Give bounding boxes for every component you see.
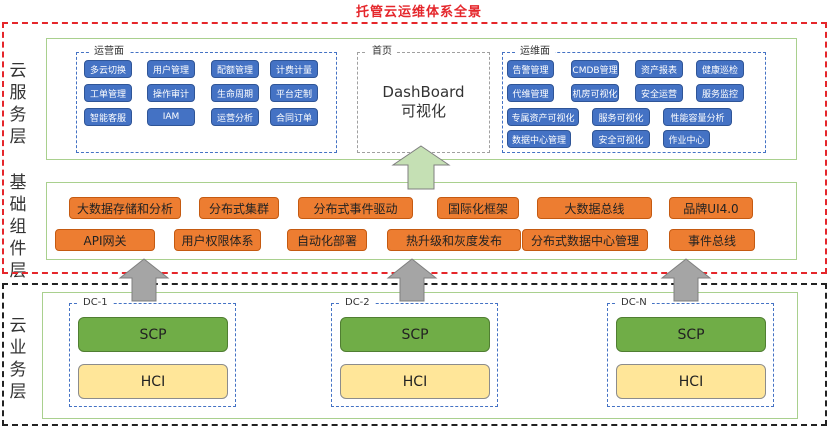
maintenance-item[interactable]: 资产报表 bbox=[635, 60, 683, 78]
layer-label-cloud-business: 云业务层 bbox=[9, 316, 27, 402]
dashboard-line1: DashBoard bbox=[382, 83, 465, 101]
arrow-up-green-icon bbox=[391, 145, 451, 190]
maintenance-item[interactable]: 告警管理 bbox=[507, 60, 554, 78]
maintenance-panel-title: 运维面 bbox=[515, 45, 555, 59]
maintenance-item[interactable]: 安全可视化 bbox=[592, 130, 650, 148]
dashboard-label[interactable]: DashBoard 可视化 bbox=[358, 83, 489, 121]
homepage-panel: 首页 DashBoard 可视化 bbox=[357, 45, 490, 153]
maintenance-item[interactable]: CMDB管理 bbox=[571, 60, 619, 78]
diagram-title: 托管云运维体系全景 bbox=[352, 1, 487, 20]
ops-item[interactable]: 操作审计 bbox=[147, 84, 195, 102]
maintenance-item[interactable]: 安全运营 bbox=[635, 84, 683, 102]
ops-item[interactable]: 合同订单 bbox=[270, 108, 318, 126]
operations-panel-title: 运营面 bbox=[89, 45, 129, 59]
maintenance-item[interactable]: 健康巡检 bbox=[696, 60, 744, 78]
dashboard-line2: 可视化 bbox=[400, 102, 446, 120]
ops-item[interactable]: 计费计量 bbox=[270, 60, 318, 78]
maintenance-item[interactable]: 机房可视化 bbox=[571, 84, 619, 102]
cloud-service-layer: 运营面 多云切换用户管理配额管理计费计量工单管理操作审计生命周期平台定制智能客服… bbox=[46, 38, 797, 160]
arrow-up-gray-icon bbox=[118, 258, 170, 302]
maintenance-item[interactable]: 作业中心 bbox=[663, 130, 710, 148]
datacenter-name: DC-1 bbox=[78, 296, 113, 310]
maintenance-item[interactable]: 服务可视化 bbox=[592, 108, 650, 126]
component-item[interactable]: 大数据存储和分析 bbox=[69, 197, 181, 219]
component-item[interactable]: 自动化部署 bbox=[287, 229, 367, 251]
maintenance-item[interactable]: 服务监控 bbox=[696, 84, 744, 102]
arrow-up-gray-icon bbox=[660, 258, 712, 302]
component-item[interactable]: API网关 bbox=[55, 229, 155, 251]
component-item[interactable]: 用户权限体系 bbox=[174, 229, 261, 251]
datacenter-3: DC-N SCP HCI bbox=[607, 296, 774, 407]
ops-item[interactable]: 工单管理 bbox=[84, 84, 132, 102]
layer-label-cloud-service: 云服务层 bbox=[9, 61, 27, 147]
datacenter-name: DC-N bbox=[616, 296, 652, 310]
ops-item[interactable]: 多云切换 bbox=[84, 60, 132, 78]
component-item[interactable]: 品牌UI4.0 bbox=[669, 197, 753, 219]
arrow-up-gray-icon bbox=[386, 258, 438, 302]
scp-block[interactable]: SCP bbox=[340, 317, 490, 352]
hci-block[interactable]: HCI bbox=[616, 364, 766, 399]
homepage-panel-title: 首页 bbox=[367, 45, 397, 59]
component-item[interactable]: 国际化框架 bbox=[437, 197, 519, 219]
component-item[interactable]: 分布式数据中心管理 bbox=[522, 229, 648, 251]
ops-item[interactable]: IAM bbox=[147, 108, 195, 126]
datacenter-name: DC-2 bbox=[340, 296, 375, 310]
ops-item[interactable]: 智能客服 bbox=[84, 108, 132, 126]
component-item[interactable]: 大数据总线 bbox=[537, 197, 652, 219]
component-item[interactable]: 分布式事件驱动 bbox=[298, 197, 413, 219]
maintenance-item[interactable]: 代维管理 bbox=[507, 84, 554, 102]
maintenance-item[interactable]: 数据中心管理 bbox=[507, 130, 571, 148]
layer-label-base-components: 基础组件层 bbox=[9, 173, 27, 281]
hci-block[interactable]: HCI bbox=[78, 364, 228, 399]
ops-item[interactable]: 平台定制 bbox=[270, 84, 318, 102]
ops-item[interactable]: 配额管理 bbox=[211, 60, 259, 78]
component-item[interactable]: 事件总线 bbox=[669, 229, 755, 251]
ops-item[interactable]: 生命周期 bbox=[211, 84, 259, 102]
maintenance-item[interactable]: 专属资产可视化 bbox=[507, 108, 579, 126]
operations-panel: 运营面 多云切换用户管理配额管理计费计量工单管理操作审计生命周期平台定制智能客服… bbox=[76, 45, 337, 153]
ops-item[interactable]: 用户管理 bbox=[147, 60, 195, 78]
component-item[interactable]: 热升级和灰度发布 bbox=[387, 229, 521, 251]
maintenance-item[interactable]: 性能容量分析 bbox=[663, 108, 732, 126]
maintenance-panel: 运维面 告警管理 CMDB管理资产报表健康巡检代维管理机房可视化安全运营服务监控专… bbox=[502, 45, 766, 153]
scp-block[interactable]: SCP bbox=[616, 317, 766, 352]
hci-block[interactable]: HCI bbox=[340, 364, 490, 399]
component-item[interactable]: 分布式集群 bbox=[199, 197, 279, 219]
ops-item[interactable]: 运营分析 bbox=[211, 108, 259, 126]
scp-block[interactable]: SCP bbox=[78, 317, 228, 352]
